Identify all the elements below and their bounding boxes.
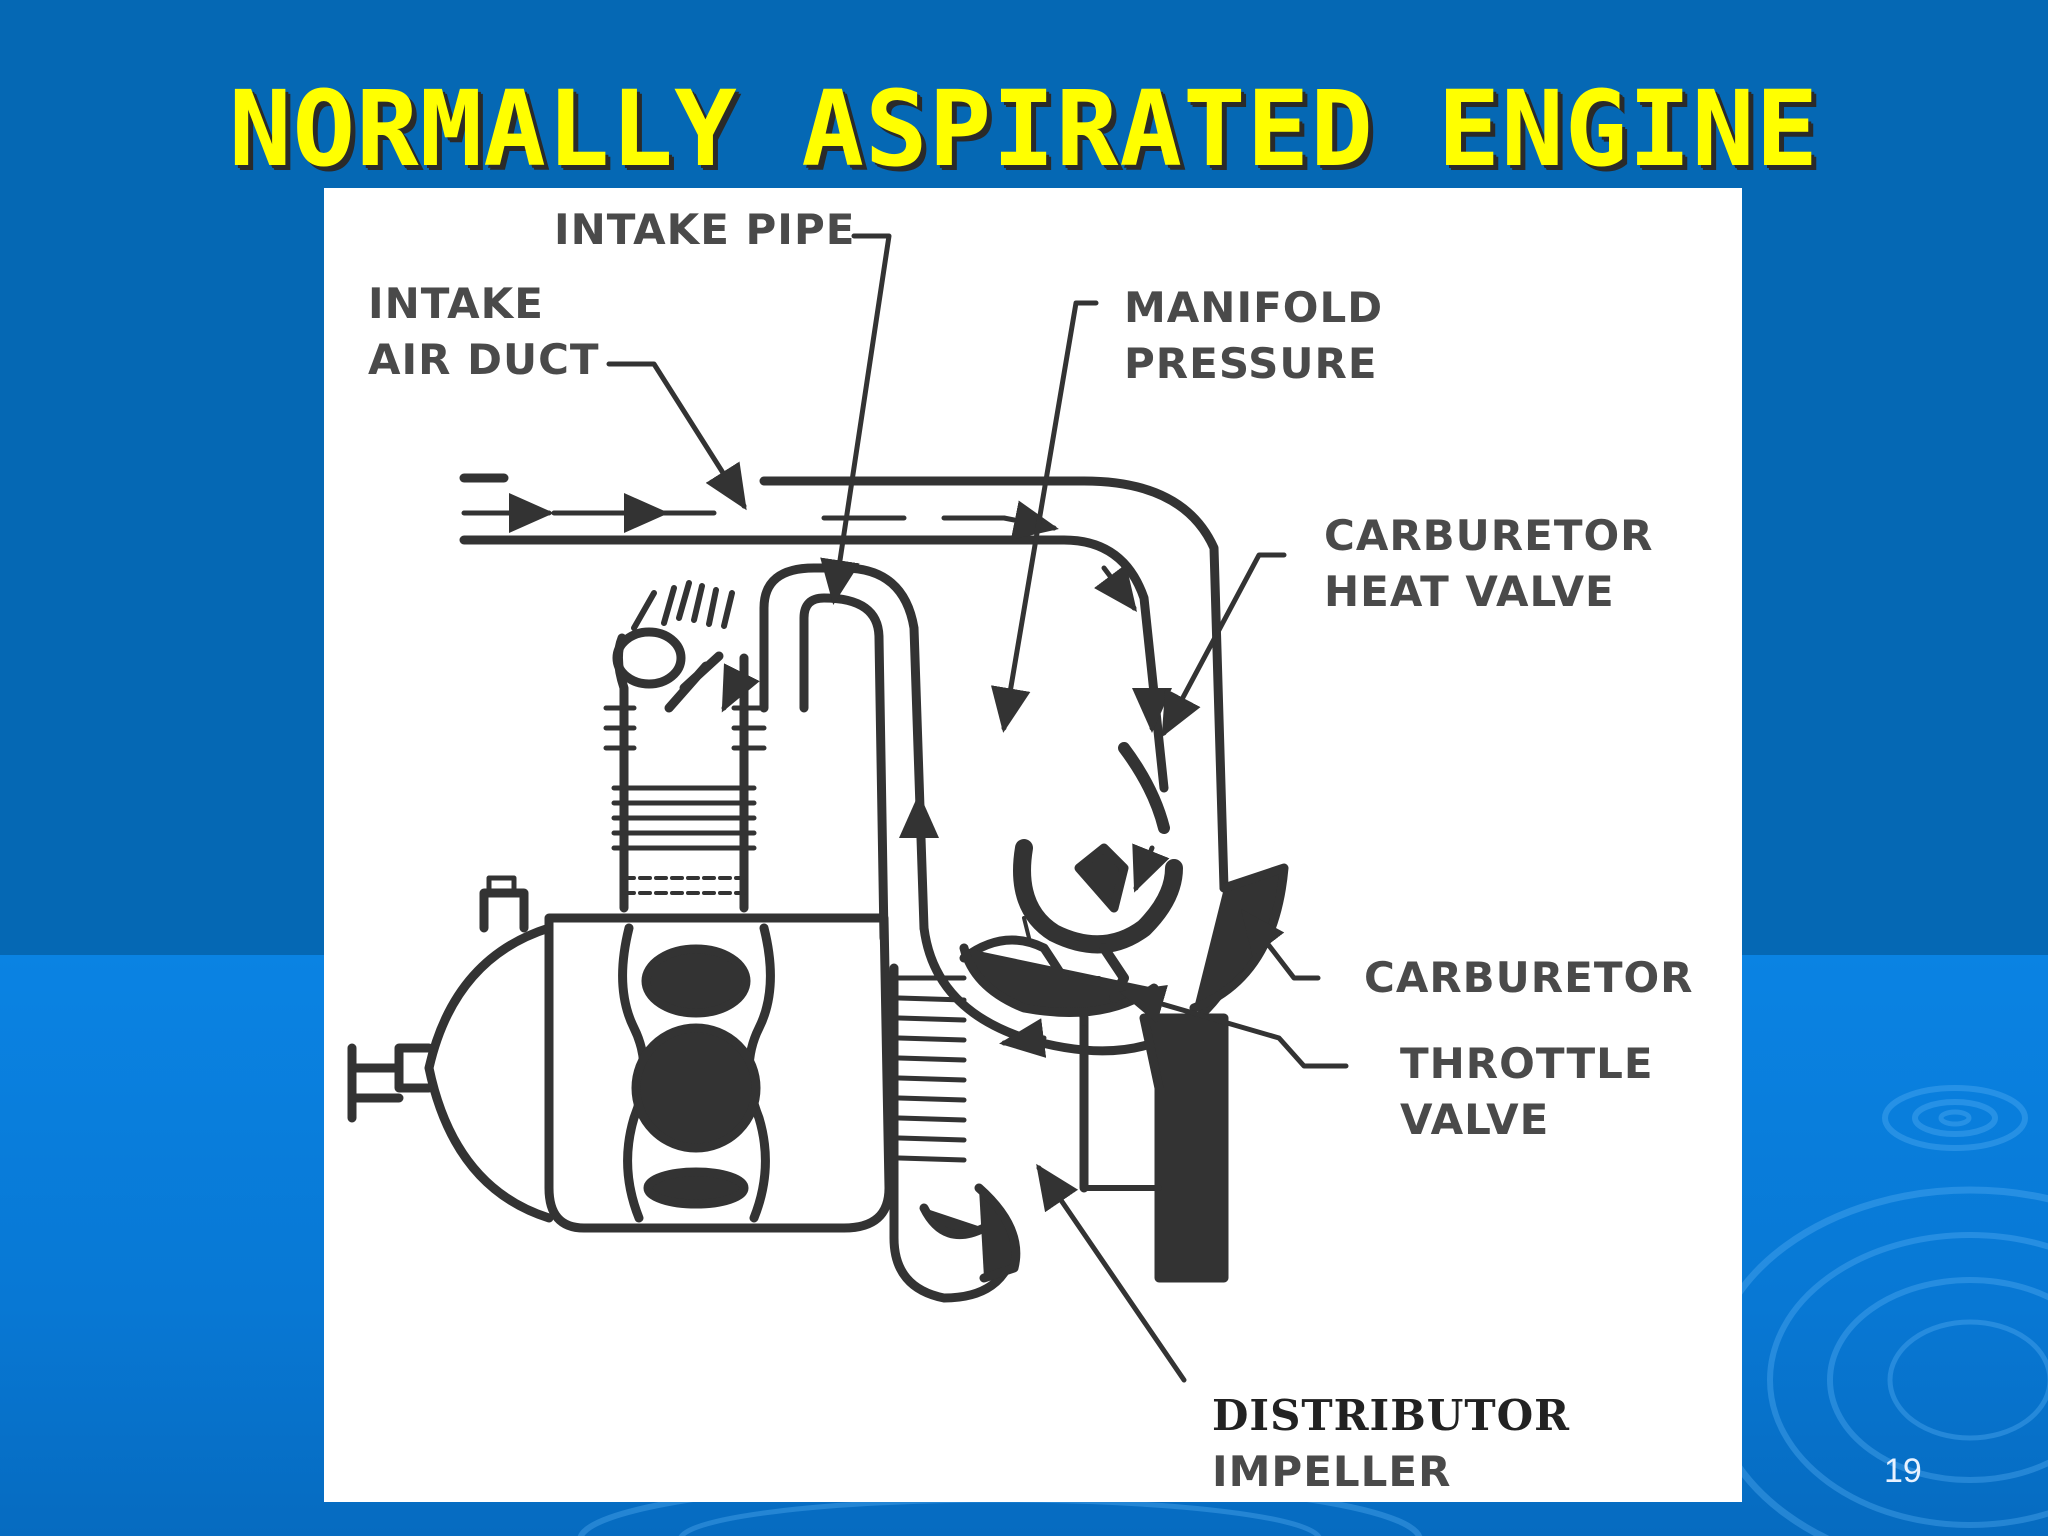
page-number: 19 [1884,1452,1922,1490]
label-distributor-impeller-line2: IMPELLER [1212,1447,1452,1496]
label-manifold-pressure-line1: MANIFOLD [1124,283,1384,332]
airflow-arrows [501,493,1172,1058]
engine-schematic [347,233,1349,1383]
leader-lines [606,233,1349,1383]
intake-pipe [759,563,929,943]
carburetor-heat-valve [1118,742,1170,834]
label-carburetor-heat-valve: CARBURETOR HEAT VALVE [1324,508,1654,620]
label-throttle-valve: THROTTLE VALVE [1400,1036,1654,1148]
label-intake-air-duct: INTAKE AIR DUCT [368,276,600,388]
label-intake-air-duct-line2: AIR DUCT [368,335,600,384]
label-throttle-valve-line1: THROTTLE [1400,1039,1654,1088]
label-distributor-impeller: DISTRIBUTOR IMPELLER [1212,1388,1570,1500]
label-carburetor: CARBURETOR [1364,953,1694,1002]
carburetor-body [919,839,1289,1283]
accessory-housing [347,875,554,1223]
cylinder-head [603,580,767,913]
label-intake-pipe: INTAKE PIPE [554,205,856,254]
label-intake-air-duct-line1: INTAKE [368,279,544,328]
label-distributor-impeller-line1: DISTRIBUTOR [1212,1391,1571,1440]
label-manifold-pressure: MANIFOLD PRESSURE [1124,280,1383,392]
label-carburetor-heat-valve-line2: HEAT VALVE [1324,567,1615,616]
throttle-valve [1099,943,1129,1003]
slide-title: NORMALLY ASPIRATED ENGINE [228,68,1820,190]
crankcase [544,913,894,1233]
label-manifold-pressure-line2: PRESSURE [1124,339,1378,388]
label-carburetor-heat-valve-line1: CARBURETOR [1324,511,1654,560]
label-throttle-valve-line2: VALVE [1400,1095,1550,1144]
engine-diagram: INTAKE PIPE INTAKE AIR DUCT MANIFOLD PRE… [324,188,1742,1502]
